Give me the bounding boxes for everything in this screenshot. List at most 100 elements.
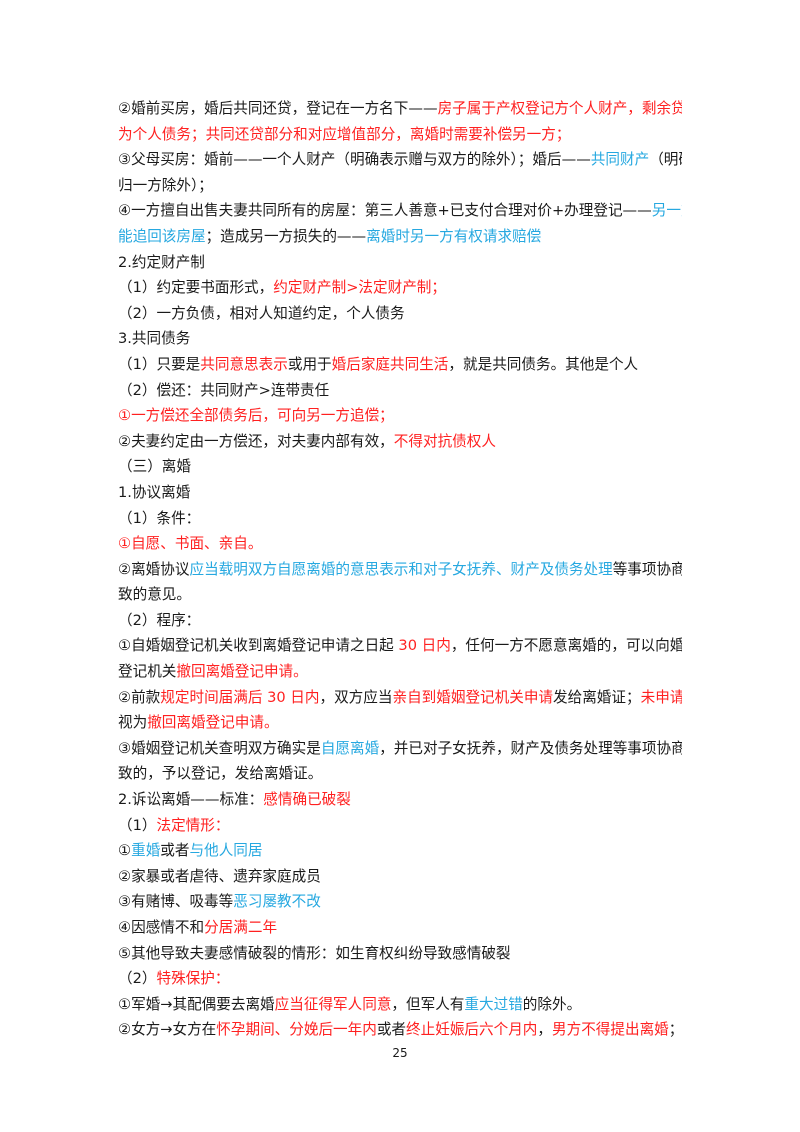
text-line: ④一方擅自出售夫妻共同所有的房屋：第三人善意+已支付合理对价+办理登记——另一方… [118, 198, 682, 224]
text-segment: ②夫妻约定由一方偿还，对夫妻内部有效， [118, 432, 394, 450]
text-line: ②前款规定时间届满后 30 日内，双方应当亲自到婚姻登记机关申请发给离婚证；未申… [118, 685, 682, 711]
highlight-blue-text: 另一方不 [651, 202, 682, 220]
text-segment: 1.协议离婚 [118, 483, 191, 501]
text-segment: 或者 [160, 842, 190, 860]
text-segment: 3.共同债务 [118, 330, 191, 348]
highlight-red-text: 终止妊娠后六个月内 [406, 1021, 538, 1039]
text-segment: ，任何一方不愿意离婚的，可以向婚姻 [450, 637, 682, 655]
text-segment: ①军婚→其配偶要去离婚 [118, 995, 275, 1013]
text-segment: 致的，予以登记，发给离婚证。 [118, 765, 323, 783]
highlight-red-text: ①自愿、书面、亲自。 [118, 535, 263, 553]
text-segment: 的除外。 [522, 995, 582, 1013]
highlight-red-text: 房子属于产权登记方个人财产，剩余贷款 [437, 100, 682, 117]
text-line: ④因感情不和分居满二年 [118, 915, 682, 941]
highlight-blue-text: 重婚 [131, 842, 161, 860]
text-line: 能追回该房屋；造成另一方损失的——离婚时另一方有权请求赔偿 [118, 224, 682, 250]
text-line: （2）特殊保护： [118, 966, 682, 992]
highlight-red-text: 共同意思表示 [200, 355, 288, 373]
highlight-blue-text: 离婚时另一方有权请求赔偿 [366, 227, 542, 245]
text-line: （三）离婚 [118, 454, 682, 480]
highlight-red-text: 为个人债务；共同还贷部分和对应增值部分，离婚时需要补偿另一方； [118, 125, 571, 143]
highlight-red-text: 特殊保护： [156, 970, 230, 988]
text-line: ②夫妻约定由一方偿还，对夫妻内部有效，不得对抗债权人 [118, 429, 682, 455]
text-line: （1）条件： [118, 506, 682, 532]
highlight-red-text: 未申请的， [640, 688, 682, 706]
text-segment: ③有赌博、吸毒等 [118, 893, 234, 911]
text-segment: （1）只要是 [118, 355, 201, 373]
text-segment: 致的意见。 [118, 586, 191, 604]
highlight-red-text: 怀孕期间、分娩后一年内 [216, 1021, 377, 1039]
text-line: 3.共同债务 [118, 326, 682, 352]
text-segment: ③父母买房：婚前——一个人财产（明确表示赠与双方的除外）；婚后—— [118, 151, 591, 169]
text-line: ②离婚协议应当载明双方自愿离婚的意思表示和对子女抚养、财产及债务处理等事项协商一 [118, 557, 682, 583]
text-line: （1）法定情形： [118, 813, 682, 839]
text-line: ③父母买房：婚前——一个人财产（明确表示赠与双方的除外）；婚后——共同财产（明确… [118, 147, 682, 173]
text-segment: 等事项协商一 [612, 560, 682, 578]
text-segment: （2）偿还：共同财产>连带责任 [118, 381, 330, 399]
body-text: ②婚前买房，婚后共同还贷，登记在一方名下——房子属于产权登记方个人财产，剩余贷款… [118, 96, 682, 1043]
text-segment: 归一方除外）； [118, 176, 213, 194]
text-segment: （2）一方负债，相对人知道约定，个人债务 [118, 304, 405, 322]
text-line: （2）一方负债，相对人知道约定，个人债务 [118, 301, 682, 327]
highlight-red-text: 分居满二年 [204, 919, 278, 936]
text-line: （2）偿还：共同财产>连带责任 [118, 378, 682, 404]
highlight-blue-text: 重大过错 [464, 995, 523, 1013]
text-segment: ⑤其他导致夫妻感情破裂的情形：如生育权纠纷导致感情破裂 [118, 944, 511, 962]
text-segment: 或者 [376, 1021, 407, 1039]
text-line: ①重婚或者与他人同居 [118, 838, 682, 864]
text-line: 1.协议离婚 [118, 480, 682, 506]
text-segment: （三）离婚 [118, 458, 191, 476]
text-segment: （1）约定要书面形式， [118, 279, 274, 297]
text-line: ②婚前买房，婚后共同还贷，登记在一方名下——房子属于产权登记方个人财产，剩余贷款 [118, 96, 682, 122]
text-line: 登记机关撤回离婚登记申请。 [118, 659, 682, 685]
highlight-red-text: ①一方偿还全部债务后，可向另一方追偿； [118, 407, 394, 425]
highlight-red-text: 法定情形： [156, 816, 230, 834]
page-number: 25 [392, 1046, 408, 1060]
text-segment: （2） [118, 970, 157, 988]
text-segment: ，就是共同债务。其他是个人 [448, 355, 639, 373]
text-line: （1）只要是共同意思表示或用于婚后家庭共同生活，就是共同债务。其他是个人 [118, 352, 682, 378]
highlight-blue-text: 共同财产 [590, 151, 650, 169]
text-segment: ，并已对子女抚养，财产及债务处理等事项协商一 [379, 739, 682, 757]
text-line: ⑤其他导致夫妻感情破裂的情形：如生育权纠纷导致感情破裂 [118, 941, 682, 967]
text-segment: 2.诉讼离婚——标准： [118, 791, 264, 809]
text-segment: ②女方→女方在 [118, 1021, 217, 1039]
highlight-red-text: 约定财产制>法定财产制； [273, 279, 446, 297]
text-segment: ④因感情不和 [118, 919, 205, 936]
highlight-red-text: 30 日内 [398, 637, 451, 655]
text-line: ①自愿、书面、亲自。 [118, 531, 682, 557]
text-line: ③有赌博、吸毒等恶习屡教不改 [118, 889, 682, 915]
highlight-red-text: 亲自到婚姻登记机关申请 [392, 688, 554, 706]
text-line: ②女方→女方在怀孕期间、分娩后一年内或者终止妊娠后六个月内，男方不得提出离婚；但 [118, 1017, 682, 1043]
text-segment: 登记机关 [118, 663, 177, 681]
text-line: ①自婚姻登记机关收到离婚登记申请之日起 30 日内，任何一方不愿意离婚的，可以向… [118, 633, 682, 659]
text-line: ①军婚→其配偶要去离婚应当征得军人同意，但军人有重大过错的除外。 [118, 992, 682, 1018]
text-line: 2.约定财产制 [118, 250, 682, 276]
text-line: ②家暴或者虐待、遗弃家庭成员 [118, 864, 682, 890]
text-line: 归一方除外）； [118, 173, 682, 199]
text-segment: ， [537, 1021, 552, 1039]
text-segment: ① [118, 842, 132, 860]
text-segment: 视为 [118, 714, 148, 732]
text-line: ①一方偿还全部债务后，可向另一方追偿； [118, 403, 682, 429]
text-segment: （1）条件： [118, 509, 201, 527]
highlight-blue-text: 恶习屡教不改 [233, 893, 321, 911]
text-line: 视为撤回离婚登记申请。 [118, 710, 682, 736]
text-segment: （1） [118, 816, 157, 834]
highlight-red-text: 婚后家庭共同生活 [331, 355, 449, 373]
text-line: 致的意见。 [118, 582, 682, 608]
text-segment: 或用于 [287, 355, 332, 373]
text-line: 2.诉讼离婚——标准：感情确已破裂 [118, 787, 682, 813]
highlight-red-text: 应当征得军人同意 [274, 995, 392, 1013]
highlight-red-text: 不得对抗债权人 [393, 432, 496, 450]
text-segment: （明确只 [649, 151, 682, 169]
text-segment: 发给离婚证； [553, 688, 641, 706]
text-segment: ①自婚姻登记机关收到离婚登记申请之日起 [118, 637, 399, 655]
text-line: （1）约定要书面形式，约定财产制>法定财产制； [118, 275, 682, 301]
highlight-blue-text: 应当载明双方自愿离婚的意思表示和对子女抚养、财产及债务处理 [189, 560, 613, 578]
highlight-blue-text: 自愿离婚 [320, 739, 380, 757]
highlight-red-text: 男方不得提出离婚 [552, 1021, 669, 1039]
text-segment: ②前款 [118, 688, 161, 706]
text-segment: ，双方应当 [319, 688, 393, 706]
